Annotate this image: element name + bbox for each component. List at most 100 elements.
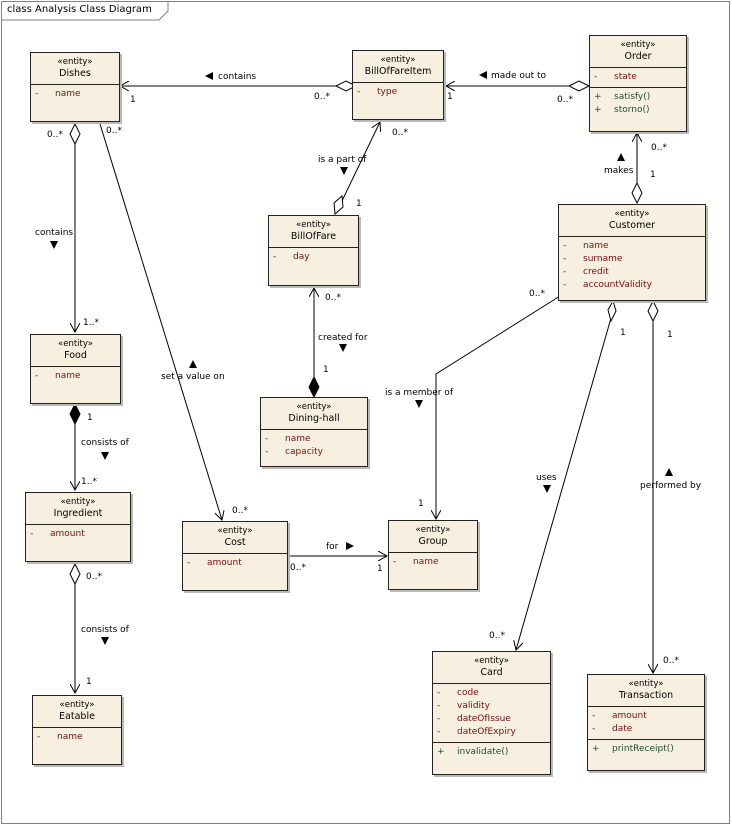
multiplicity: 0..* xyxy=(663,656,679,666)
class-cost[interactable]: «entity»Cost-amount xyxy=(182,521,288,591)
aggregation-diamond xyxy=(631,181,643,205)
class-name: Food xyxy=(64,350,87,361)
attribute-name: type xyxy=(377,87,398,97)
direction-up-triangle xyxy=(617,153,625,161)
operation-row[interactable]: +invalidate() xyxy=(437,746,546,759)
class-header: «entity»Eatable xyxy=(33,696,121,728)
label-member-of: is a member of xyxy=(385,388,454,398)
attribute-row[interactable]: -amount xyxy=(187,557,283,570)
attribute-row[interactable]: -type xyxy=(357,86,439,99)
label-contains: contains xyxy=(35,228,73,238)
operation-row[interactable]: +satisfy() xyxy=(594,91,682,104)
attribute-row[interactable]: -dateOfIssue xyxy=(437,713,546,726)
label-uses: uses xyxy=(536,473,557,483)
class-customer[interactable]: «entity»Customer-name-surname-credit-acc… xyxy=(558,204,706,301)
aggregation-diamond xyxy=(334,80,358,92)
attribute-row[interactable]: -code xyxy=(437,687,546,700)
stereotype-label: «entity» xyxy=(217,526,253,536)
attribute-row[interactable]: -date xyxy=(592,723,700,736)
attribute-row[interactable]: -name xyxy=(563,240,701,253)
visibility-marker: - xyxy=(265,434,269,444)
attribute-name: name xyxy=(55,371,81,381)
attribute-row[interactable]: -validity xyxy=(437,700,546,713)
visibility-marker: + xyxy=(437,747,445,757)
multiplicity: 0..* xyxy=(86,572,102,582)
multiplicity: 1 xyxy=(356,199,362,209)
class-order[interactable]: «entity»Order -state +satisfy()+storno() xyxy=(589,35,687,132)
class-header: «entity»Card xyxy=(433,652,550,684)
multiplicity: 1..* xyxy=(83,318,99,328)
class-dininghall[interactable]: «entity»Dining-hall-name-capacity xyxy=(260,397,368,467)
class-name: Card xyxy=(480,667,503,678)
attribute-compartment: -amount xyxy=(26,525,130,544)
visibility-marker: - xyxy=(273,252,277,262)
attribute-row[interactable]: -surname xyxy=(563,253,701,266)
class-name: Order xyxy=(624,51,652,62)
multiplicity: 0..* xyxy=(651,143,667,153)
class-billoffareitem[interactable]: «entity»BillOfFareItem-type xyxy=(352,50,444,120)
direction-down-triangle xyxy=(101,452,109,460)
attribute-row[interactable]: -name xyxy=(37,731,117,744)
direction-down-triangle xyxy=(415,400,423,408)
attribute-compartment: -amount xyxy=(183,554,287,573)
visibility-marker: + xyxy=(594,92,602,102)
visibility-marker: - xyxy=(35,89,39,99)
attribute-compartment: -name xyxy=(33,728,121,747)
frame-tab-border xyxy=(1,1,169,21)
attribute-name: validity xyxy=(457,701,490,711)
class-ingredient[interactable]: «entity»Ingredient-amount xyxy=(25,492,131,562)
attribute-compartment: -code-validity-dateOfIssue-dateOfExpiry xyxy=(433,684,550,743)
visibility-marker: - xyxy=(37,732,41,742)
stereotype-label: «entity» xyxy=(415,525,451,535)
class-eatable[interactable]: «entity»Eatable -name xyxy=(32,695,122,765)
attribute-row[interactable]: -credit xyxy=(563,266,701,279)
attribute-row[interactable]: -name xyxy=(35,370,116,383)
attribute-compartment: -type xyxy=(353,83,443,102)
attribute-compartment: -name-capacity xyxy=(261,430,367,462)
attribute-row[interactable]: -capacity xyxy=(265,446,363,459)
class-name: Eatable xyxy=(59,711,95,722)
stereotype-label: «entity» xyxy=(60,497,96,507)
aggregation-diamond xyxy=(69,122,81,146)
attribute-name: credit xyxy=(583,267,609,277)
attribute-row[interactable]: -name xyxy=(35,88,115,101)
class-transaction[interactable]: «entity»Transaction -amount-date +printRec… xyxy=(587,674,705,771)
multiplicity: 0..* xyxy=(314,92,330,102)
attribute-row[interactable]: -state xyxy=(594,71,682,84)
diagram-title: class Analysis Class Diagram xyxy=(7,4,152,15)
label-makes: makes xyxy=(604,166,634,176)
aggregation-diamond xyxy=(333,194,344,216)
class-card[interactable]: «entity»Card-code-validity-dateOfIssue-d… xyxy=(432,651,551,775)
attribute-name: dateOfIssue xyxy=(457,714,511,724)
class-food[interactable]: «entity»Food-name xyxy=(30,334,121,404)
attribute-compartment: -name xyxy=(31,367,120,386)
operation-row[interactable]: +printReceipt() xyxy=(592,743,700,756)
class-header: «entity»Group xyxy=(389,521,477,553)
attribute-row[interactable]: -name xyxy=(265,433,363,446)
attribute-row[interactable]: -day xyxy=(273,251,354,264)
attribute-row[interactable]: -amount xyxy=(30,528,126,541)
direction-left-triangle xyxy=(479,71,487,79)
attribute-row[interactable]: -amount xyxy=(592,710,700,723)
attribute-name: accountValidity xyxy=(583,280,652,290)
class-group[interactable]: «entity»Group -name xyxy=(388,520,478,590)
attribute-row[interactable]: -accountValidity xyxy=(563,279,701,292)
composition-diamond xyxy=(308,375,320,399)
stereotype-label: «entity» xyxy=(614,209,650,219)
label-is-part-of: is a part of xyxy=(318,155,367,165)
class-name: BillOfFareItem xyxy=(364,66,432,77)
operation-row[interactable]: +storno() xyxy=(594,104,682,117)
label-set-value-on: set a value on xyxy=(161,372,225,382)
attribute-compartment: -day xyxy=(269,248,358,267)
class-header: «entity»Order xyxy=(590,36,686,68)
aggregation-diamond xyxy=(607,299,617,323)
class-header: «entity»Transaction xyxy=(588,675,704,707)
class-billoffare[interactable]: «entity»BillOfFare-day xyxy=(268,215,359,286)
multiplicity: 0..* xyxy=(529,289,545,299)
class-dishes[interactable]: «entity»Dishes-name xyxy=(30,52,120,122)
attribute-row[interactable]: -dateOfExpiry xyxy=(437,726,546,739)
direction-up-triangle xyxy=(665,468,673,476)
attribute-row[interactable]: -name xyxy=(393,556,473,569)
assoc-is-part-of xyxy=(339,122,380,206)
